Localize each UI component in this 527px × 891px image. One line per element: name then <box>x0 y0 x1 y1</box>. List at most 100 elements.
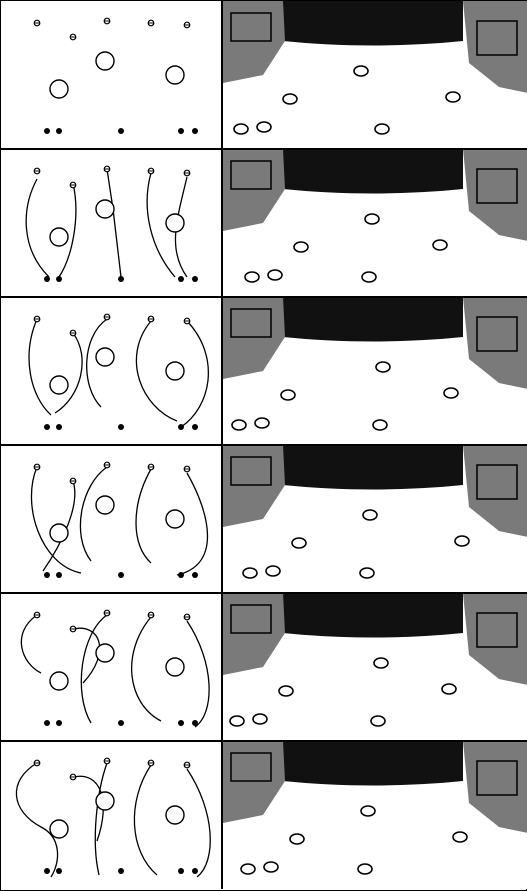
trajectory-svg <box>1 149 221 297</box>
floor-object <box>442 684 456 694</box>
end-dot <box>44 572 50 578</box>
floor-object <box>255 418 269 428</box>
end-dot <box>192 868 198 874</box>
end-dot <box>56 424 62 430</box>
row-separator <box>1 592 527 594</box>
floor-object <box>281 390 295 400</box>
trajectory-diagram <box>1 297 223 445</box>
end-dot <box>178 128 184 134</box>
trajectory-svg <box>1 445 221 593</box>
trajectory-path <box>73 776 103 841</box>
floor-object <box>292 538 306 548</box>
end-dot <box>118 868 124 874</box>
trajectory-diagram <box>1 1 223 149</box>
end-dot <box>178 868 184 874</box>
video-frame <box>223 741 527 889</box>
floor-object <box>354 66 368 76</box>
floor-object <box>257 122 271 132</box>
robot-circle <box>96 52 114 70</box>
floor-object <box>253 714 267 724</box>
back-wall <box>283 445 463 490</box>
end-dot <box>118 424 124 430</box>
robot-circle <box>166 806 184 824</box>
robot-circle <box>166 510 184 528</box>
back-wall <box>283 1 463 46</box>
floor-object <box>455 536 469 546</box>
trajectory-diagram <box>1 445 223 593</box>
end-dot <box>56 276 62 282</box>
robot-circle <box>96 644 114 662</box>
robot-circle <box>166 658 184 676</box>
robot-circle <box>96 200 114 218</box>
floor-object <box>245 272 259 282</box>
frame-svg <box>223 149 527 297</box>
end-dot <box>178 424 184 430</box>
floor-object <box>279 686 293 696</box>
trajectory-path <box>134 765 157 875</box>
trajectory-path <box>132 617 161 721</box>
floor-object <box>234 124 248 134</box>
trajectory-path <box>95 763 107 875</box>
floor-object <box>290 834 304 844</box>
back-wall <box>283 593 463 638</box>
floor-object <box>361 806 375 816</box>
floor-object <box>365 214 379 224</box>
end-dot <box>178 572 184 578</box>
floor-object <box>371 716 385 726</box>
video-frame <box>223 593 527 741</box>
video-frame <box>223 1 527 149</box>
frame-svg <box>223 445 527 593</box>
floor-object <box>362 272 376 282</box>
trajectory-diagram <box>1 149 223 297</box>
trajectory-path <box>181 321 208 427</box>
floor-object <box>444 388 458 398</box>
row-separator <box>1 296 527 298</box>
end-dot <box>44 128 50 134</box>
trajectory-diagram <box>1 741 223 889</box>
trajectory-path <box>73 628 100 683</box>
trajectory-svg <box>1 593 221 741</box>
trajectory-path <box>16 763 57 877</box>
end-dot <box>192 276 198 282</box>
floor-object <box>376 362 390 372</box>
robot-circle <box>166 362 184 380</box>
back-wall <box>283 149 463 194</box>
robot-circle <box>166 66 184 84</box>
floor-object <box>294 242 308 252</box>
frame-row <box>1 741 527 889</box>
end-dot <box>178 720 184 726</box>
end-dot <box>56 128 62 134</box>
floor-object <box>374 658 388 668</box>
end-dot <box>118 128 124 134</box>
video-frame <box>223 445 527 593</box>
floor-object <box>230 716 244 726</box>
floor-object <box>360 568 374 578</box>
floor-object <box>264 862 278 872</box>
end-dot <box>44 720 50 726</box>
end-dot <box>56 868 62 874</box>
frame-row <box>1 1 527 149</box>
robot-circle <box>96 496 114 514</box>
trajectory-path <box>29 319 51 415</box>
trajectory-path <box>187 621 209 727</box>
robot-circle <box>50 820 68 838</box>
end-dot <box>192 128 198 134</box>
robot-circle <box>50 376 68 394</box>
trajectory-diagram <box>1 593 223 741</box>
end-dot <box>192 424 198 430</box>
floor-object <box>283 94 297 104</box>
trajectory-svg <box>1 297 221 445</box>
end-dot <box>178 276 184 282</box>
end-dot <box>56 572 62 578</box>
end-dot <box>118 720 124 726</box>
video-frame <box>223 297 527 445</box>
frame-row <box>1 149 527 297</box>
frame-svg <box>223 297 527 445</box>
video-frame <box>223 149 527 297</box>
floor-object <box>373 420 387 430</box>
robot-circle <box>96 792 114 810</box>
robot-circle <box>50 228 68 246</box>
trajectory-path <box>21 615 41 673</box>
end-dot <box>118 276 124 282</box>
